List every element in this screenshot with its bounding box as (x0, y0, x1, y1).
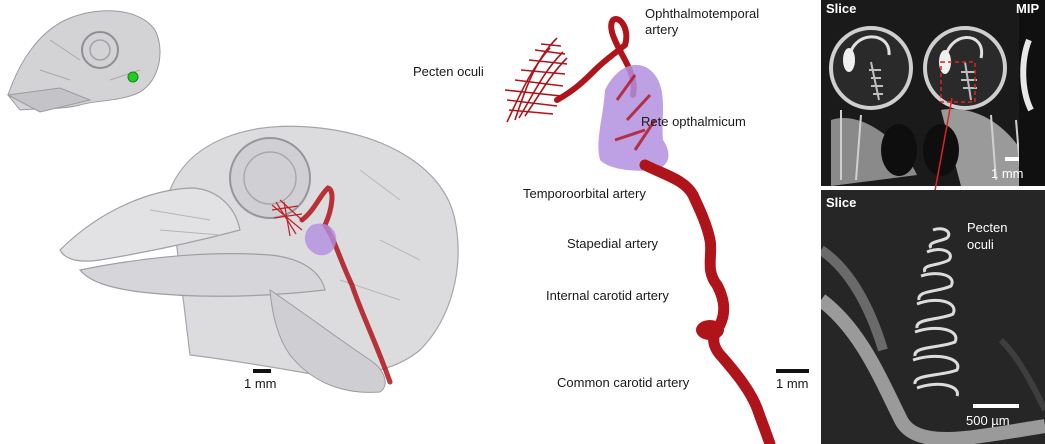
panel-top-title-slice: Slice (826, 1, 856, 16)
vessel-scale-bar (776, 369, 809, 373)
slice-bottom-scale-bar (973, 404, 1019, 408)
panel-bottom-label-1: Pecten (967, 220, 1007, 235)
label-pecten-oculi: Pecten oculi (413, 64, 484, 79)
pecten-render (505, 38, 567, 122)
label-internal-carotid-artery: Internal carotid artery (546, 288, 669, 303)
panel-top-title-mip: MIP (1016, 1, 1039, 16)
slice-zoom-panel: Slice Pecten oculi 500 µm (821, 190, 1045, 444)
label-ophthalmotemporal-artery-1: Ophthalmotemporal (645, 6, 759, 21)
panel-bottom-label-2: oculi (967, 237, 994, 252)
label-common-carotid-artery: Common carotid artery (557, 375, 689, 390)
slice-bottom-scale-label: 500 µm (966, 413, 1010, 428)
slice-top-scale-label: 1 mm (991, 166, 1024, 181)
skull-scale-label: 1 mm (244, 376, 277, 391)
label-ophthalmotemporal-artery-2: artery (645, 22, 678, 37)
label-rete-opthalmicum: Rete opthalmicum (641, 114, 746, 129)
label-temporoorbital-artery: Temporoorbital artery (523, 186, 646, 201)
large-skull-render (40, 110, 480, 400)
skull-scale-bar (253, 369, 271, 373)
label-stapedial-artery: Stapedial artery (567, 236, 658, 251)
marker-dot (128, 72, 138, 82)
vessel-scale-label: 1 mm (776, 376, 809, 391)
slice-top-scale-bar (1005, 157, 1019, 161)
panel-bottom-title: Slice (826, 195, 856, 210)
